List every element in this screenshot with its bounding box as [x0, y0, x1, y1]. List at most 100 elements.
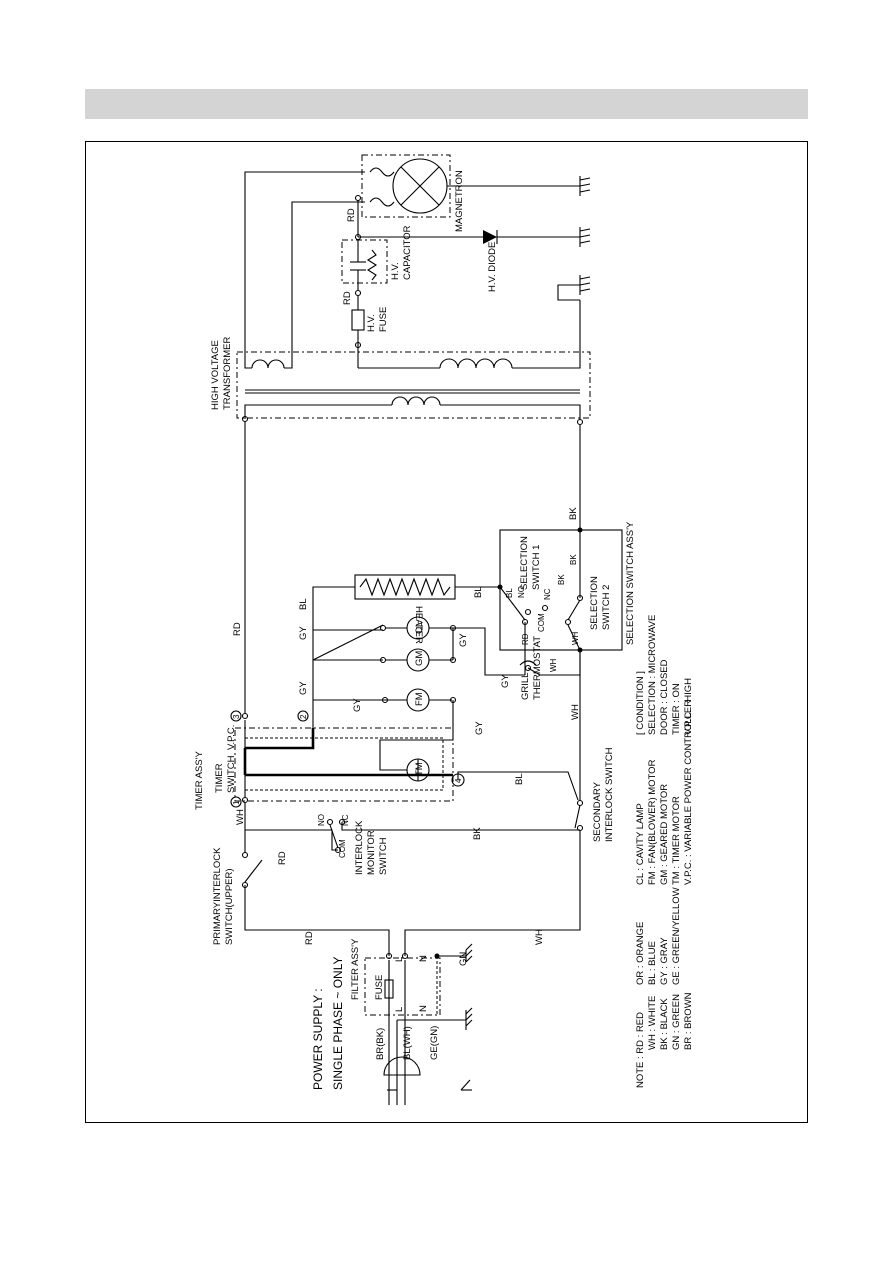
sel-bk1: BK [557, 574, 566, 585]
hv-winding [439, 358, 513, 369]
gm-label: GM [414, 651, 425, 666]
hvcap-l2: CAPACITOR [402, 225, 413, 280]
hvdiode-label: H.V. DIODE [487, 242, 498, 292]
label-gy-2: GY [298, 626, 309, 640]
sw1-l1: SELECTION [519, 536, 530, 590]
sel-wh2: WH [549, 658, 558, 672]
primary-switch-l1: PRIMARYINTERLOCK [212, 847, 223, 945]
sw1-l2: SWITCH 1 [531, 545, 542, 590]
node-2 [297, 710, 309, 722]
node-3-label: 3 [232, 714, 241, 719]
diagram-frame [85, 141, 808, 1123]
comp-note-2: GM : GEARED MOTOR [659, 784, 670, 885]
hvcap-l1: H.V. [390, 262, 401, 280]
label-rd-main: RD [232, 622, 243, 636]
condition-1: SELECTION : MICROWAVE [647, 615, 658, 735]
power-line1: POWER SUPPLY : [311, 988, 325, 1090]
label-bl-heater: BL [298, 598, 309, 610]
sel-nc: NC [543, 588, 552, 600]
hvfuse-l1: H.V. [366, 314, 377, 332]
heater-label: HEATER [413, 606, 424, 644]
primary-switch-l2: SWITCH(UPPER) [224, 868, 235, 945]
color2-2: GY : GRAY [659, 937, 670, 985]
monitor-no: NO [317, 814, 326, 826]
grill-l1: GRILL [520, 673, 531, 700]
color2-3: GE : GREEN/YELLOW [671, 887, 682, 985]
secondary-switch-l1: SECONDARY [592, 781, 603, 842]
transformer-l2: TRANSFORMER [222, 337, 233, 411]
filament-winding [251, 359, 285, 369]
hv-diode [483, 230, 497, 244]
power-plug [383, 960, 466, 1105]
magnetron-label: MAGNETRON [454, 170, 465, 232]
grill-l2: THERMOSTAT [532, 636, 543, 700]
wire-bl: BL(WH) [402, 1026, 413, 1060]
monitor-nc: NC [341, 814, 350, 826]
comp-note-4: V.P.C. : VARIABLE POWER CONTROLLER [683, 700, 694, 885]
filter-gn: GN [458, 952, 469, 966]
label-bl-sel: BL [473, 586, 484, 598]
label-gy-tm: GY [474, 721, 485, 735]
note-line-3: GN : GREEN [671, 994, 682, 1050]
filter-l1: L [394, 957, 405, 962]
transformer-box [236, 351, 591, 419]
monitor-switch-l1: INTERLOCK [354, 820, 365, 875]
label-bl-tm: BL [514, 773, 525, 785]
filter-l2: L [394, 1007, 405, 1012]
label-bk-sel: BK [568, 507, 579, 520]
label-wh-timer: WH [235, 809, 246, 825]
cl-label: CL [414, 622, 425, 634]
comp-note-3: TM : TIMER MOTOR [671, 796, 682, 885]
node-3 [230, 710, 242, 722]
secondary-switch-l2: INTERLOCK SWITCH [604, 747, 615, 842]
magnetron-box [361, 154, 451, 218]
power-line2: SINGLE PHASE ~ ONLY [331, 957, 345, 1091]
selection-assy-label: SELECTION SWITCH ASS'Y [625, 521, 636, 645]
label-rd-primary: RD [277, 851, 288, 865]
condition-0: [ CONDITION ] [635, 671, 646, 735]
filter-fuse-label: FUSE [374, 975, 385, 1000]
note-line-0: NOTE : RD : RED [635, 1012, 646, 1088]
label-bk-monitor: BK [472, 827, 483, 840]
sw2-l2: SWITCH 2 [601, 585, 612, 630]
node-1-label: 1 [232, 800, 241, 805]
wire-br: BR(BK) [375, 1028, 386, 1060]
hv-fuse [351, 309, 365, 331]
note-line-4: BR : BROWN [683, 992, 694, 1050]
filter-label: FILTER ASS'Y [350, 938, 361, 1000]
timer-assy-label: TIMER ASS'Y [194, 751, 205, 810]
primary-winding [391, 396, 441, 406]
color2-1: BL : BLUE [647, 941, 658, 985]
sel-com: COM [537, 613, 546, 632]
timer-switch-l1: TIMER [214, 763, 225, 793]
label-gy-cl: GY [458, 633, 469, 647]
label-rd-bottom: RD [304, 931, 315, 945]
label-gy-fm: GY [352, 698, 363, 712]
sel-bl: BL [505, 588, 514, 598]
fm-label: FM [414, 692, 425, 706]
label-gy-1: GY [298, 681, 309, 695]
timer-assy-box [234, 727, 454, 802]
filter-assy-box [364, 957, 441, 1016]
label-wh-sec: WH [570, 704, 581, 720]
sw2-l1: SELECTION [589, 576, 600, 630]
ground-symbol [465, 1007, 473, 1030]
sel-rd: RD [521, 633, 530, 645]
node-2-label: 2 [299, 714, 308, 719]
tm-label: TM [414, 762, 425, 776]
sel-bk2: BK [569, 554, 578, 565]
node-4-label: 4 [454, 778, 463, 783]
hvfuse-l2: FUSE [378, 307, 389, 332]
monitor-com: COM [338, 839, 347, 858]
wire-ge: GE(GN) [429, 1026, 440, 1060]
condition-2: DOOR : CLOSED [659, 659, 670, 735]
color2-0: OR : ORANGE [635, 922, 646, 985]
filter-n1: N [418, 955, 429, 962]
label-rd-fuse: RD [342, 291, 353, 305]
label-wh-bottom: WH [534, 929, 545, 945]
sel-no: NO [517, 586, 526, 598]
note-line-2: BK : BLACK [659, 998, 670, 1050]
header-bar [85, 89, 808, 119]
monitor-switch-l2: MONITOR [366, 830, 377, 875]
